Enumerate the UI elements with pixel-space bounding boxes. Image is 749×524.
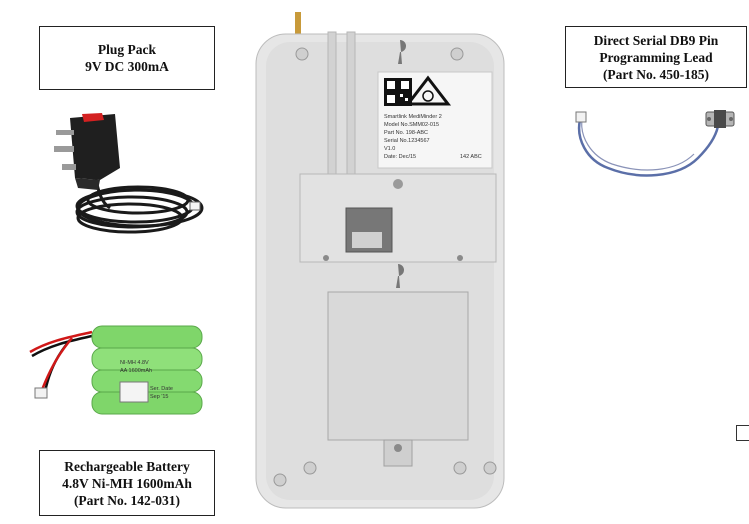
serial-lead-caption: Direct Serial DB9 Pin Programming Lead (…: [565, 26, 747, 88]
battery-caption: Rechargeable Battery 4.8V Ni-MH 1600mAh …: [39, 450, 215, 516]
battery-label-line3: Ser. Date: [150, 386, 173, 392]
device-label-line1: Smartlink MediMinder 2: [384, 114, 442, 120]
serial-lead-title: Direct Serial DB9 Pin: [593, 32, 719, 48]
battery-label-line4: Sep '15: [150, 394, 168, 400]
device-label-line3: Part No. 198-ABC: [384, 130, 428, 136]
battery-label-line1: NI-MH 4.8V: [120, 360, 149, 366]
device-label-line2: Model No.SMM02-015: [384, 122, 439, 128]
device-label-corner: 142 ABC: [460, 154, 482, 160]
serial-lead-subtitle: Programming Lead: [599, 49, 713, 65]
serial-lead-image: [575, 110, 735, 177]
compliance-mark-icon: [404, 75, 452, 106]
plug-pack-title: Plug Pack: [97, 42, 157, 57]
device-image: Smartlink MediMinder 2 Model No.SMM02-01…: [255, 12, 505, 509]
plug-pack-spec: 9V DC 300mA: [85, 59, 169, 74]
qr-code: [384, 78, 412, 106]
battery-label-line2: AA 1600mAh: [120, 368, 152, 374]
plug-pack-image: [54, 113, 204, 234]
device-label-line5: V1.0: [384, 146, 395, 152]
device-label-line4: Serial No.1234567: [384, 138, 430, 144]
battery-spec: 4.8V Ni-MH 1600mAh: [62, 475, 192, 491]
battery-title: Rechargeable Battery: [64, 458, 190, 474]
plug-pack-caption: Plug Pack 9V DC 300mA: [39, 26, 215, 90]
battery-image: NI-MH 4.8V AA 1600mAh Ser. Date Sep '15: [29, 325, 203, 415]
device-label-line6: Date: Dec/15: [384, 154, 416, 160]
battery-part-number: (Part No. 142-031): [73, 492, 181, 508]
edge-box: [736, 425, 749, 441]
serial-lead-part-number: (Part No. 450-185): [602, 66, 710, 82]
